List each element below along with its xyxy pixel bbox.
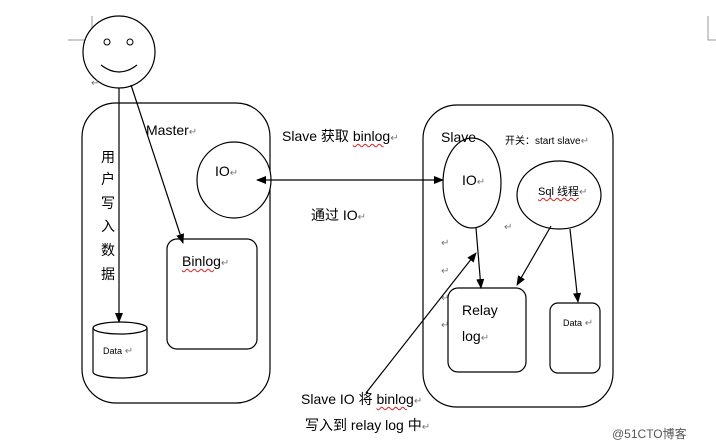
sql-thread-text: Sql 线程 [538,186,579,198]
bottom-line1-prefix: Slave IO 将 [301,391,377,407]
sql-to-relay-arrow [516,225,552,286]
bottom-annotation-line2: 写入到 relay log 中↵ [305,415,430,435]
master-data-text: Data [103,346,123,356]
return-mark: ↵ [578,187,588,198]
user-write-char: 用 [101,149,115,165]
return-mark: ↵ [480,333,490,344]
user-to-binlog-arrow [130,84,184,244]
bottom-line1-word: binlog [376,391,414,407]
relay-log-line1-text: Relay [462,302,498,318]
master-data-label: Data ↵ [103,346,133,357]
sql-thread-label: Sql 线程↵ [538,183,587,199]
corner-mark-right [707,16,716,41]
start-slave-switch-text: 开关：start slave [505,136,581,147]
relay-log-line2: log↵ [462,328,489,344]
binlog-box [166,238,258,350]
return-mark: ↵ [229,168,239,179]
master-server-box [81,102,271,404]
return-mark: ↵ [188,127,198,138]
return-mark: ↵ [582,318,594,329]
slave-data-label: Data ↵ [563,318,593,329]
slave-io-label: IO↵ [462,172,485,188]
return-mark: ↵ [91,78,100,89]
slave-label-text: Slave [441,129,477,145]
return-mark: ↵ [504,222,513,233]
relay-log-line1: Relay [462,302,498,318]
return-mark: ↵ [357,212,367,223]
slave-label: Slave [441,129,476,145]
return-mark: ↵ [441,266,450,277]
master-io-label: IO↵ [215,163,238,179]
return-mark: ↵ [441,293,450,304]
bottom-line2-text: 写入到 relay log 中 [305,417,422,433]
binlog-label: Binlog↵ [182,253,229,269]
return-mark: ↵ [390,133,399,144]
io-to-relay-arrow [475,227,485,289]
return-mark: ↵ [220,258,230,269]
return-mark: ↵ [413,396,423,407]
via-io-text: 通过 IO [311,207,358,223]
relay-log-box [447,287,527,373]
watermark: @51CTO博客 [612,427,687,441]
return-mark: ↵ [580,136,589,147]
slave-io-text: IO [462,172,477,188]
relay-log-line2-text: log [462,328,481,344]
user-write-char: 户 [101,171,115,187]
return-mark: ↵ [421,422,431,433]
master-io-text: IO [215,163,230,179]
user-face-icon [82,15,156,89]
slave-data-box [549,302,601,374]
binlog-text: Binlog [182,253,221,269]
bottom-annotation-line1: Slave IO 将 binlog↵ [301,389,422,409]
return-mark: ↵ [441,320,450,331]
slave-fetch-prefix: Slave 获取 [282,128,353,144]
sql-thread-node [516,160,602,230]
master-label-text: Master [146,122,189,138]
slave-fetch-word: binlog [352,128,391,144]
return-mark: ↵ [122,346,134,357]
return-mark: ↵ [476,177,486,188]
slave-server-box [422,104,614,408]
slave-data-text: Data [563,318,583,328]
user-write-char: 数 [101,242,115,258]
return-mark: ↵ [441,238,450,249]
annotation-pointer-arrow [365,252,477,394]
user-write-char: 入 [101,218,115,234]
sql-to-data-arrow [569,228,581,303]
start-slave-switch-label: 开关：start slave↵ [505,132,589,147]
via-io-label: 通过 IO↵ [311,205,366,225]
slave-fetch-binlog-label: Slave 获取 binlog↵ [282,126,399,146]
user-write-char: 写 [101,195,115,211]
user-write-char: 据 [101,266,115,282]
master-label: Master↵ [146,122,197,138]
